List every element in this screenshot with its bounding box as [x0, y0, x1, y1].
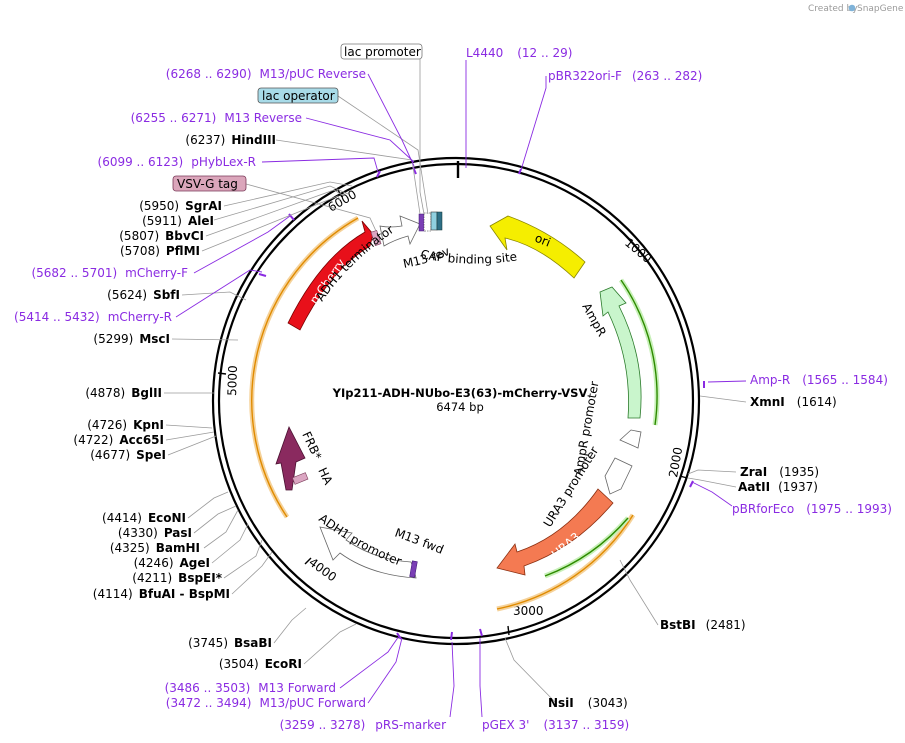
- lac-operator-mark: [430, 211, 438, 231]
- site-sbfi: (5624)SbfI: [107, 288, 180, 302]
- vsvg-callout-label: VSV-G tag: [177, 177, 238, 191]
- label-ori: ori: [533, 231, 553, 250]
- m13-fwd-mark: [409, 560, 418, 578]
- site-hindiii: (6237)HindIII: [185, 133, 276, 147]
- primer-m13-puc-forward: (3472 .. 3494)M13/pUC Forward: [166, 696, 366, 710]
- adh1-promoter-arrow: [319, 526, 417, 579]
- site-bsabi: (3745)BsaBI: [188, 636, 272, 650]
- site-bamhi: (4325)BamHI: [110, 541, 200, 555]
- plasmid-length: 6474 bp: [436, 400, 484, 414]
- callout-boxes: lac promoter lac operator VSV-G tag: [172, 43, 423, 192]
- site-aatii: AatII(1937): [738, 480, 818, 494]
- primer-mcherry-r: (5414 .. 5432)mCherry-R: [14, 310, 172, 324]
- primer-mcherry-f: (5682 .. 5701)mCherry-F: [31, 266, 188, 280]
- frb-arrow: [275, 425, 306, 491]
- primer-m13-forward: (3486 .. 3503)M13 Forward: [165, 681, 336, 695]
- watermark-prefix: Created by: [808, 4, 858, 14]
- tick-label-5000: 5000: [225, 365, 240, 396]
- right-restriction-sites: XmnI(1614) ZraI(1935) AatII(1937) BstBI(…: [548, 395, 837, 710]
- lac-operator-callout: [257, 87, 339, 104]
- tick-label-3000: 3000: [513, 604, 544, 618]
- watermark-app: SnapGene: [857, 4, 904, 14]
- site-spei: (4677)SpeI: [90, 448, 166, 462]
- tick-label-4000: 4000: [306, 555, 339, 584]
- site-bbvci: (5807)BbvCI: [119, 229, 204, 243]
- primer-phyblex-r: (6099 .. 6123)pHybLex-R: [98, 155, 256, 169]
- label-adh1-terminator: ADH1 terminator: [313, 222, 396, 303]
- primer-pbrforeco: pBRforEco(1975 .. 1993): [732, 502, 892, 516]
- lac-promoter-callout-label: lac promoter: [344, 45, 421, 59]
- primer-amp-r: Amp-R(1565 .. 1584): [750, 373, 888, 387]
- site-pasi: (4330)PasI: [118, 526, 192, 540]
- outer-feature-arcs: [249, 215, 660, 612]
- site-zrai: ZraI(1935): [740, 465, 819, 479]
- site-bglii: (4878)BglII: [85, 386, 162, 400]
- primer-prs-marker: (3259 .. 3278)pRS-marker: [280, 718, 446, 732]
- primer-pgex3: pGEX 3'(3137 .. 3159): [482, 718, 629, 732]
- site-msci: (5299)MscI: [93, 332, 170, 346]
- plasmid-title-block: YIp211-ADH-NUbo-E3(63)-mCherry-VSV 6474 …: [332, 386, 588, 414]
- snapgene-logo-icon: [848, 4, 856, 12]
- backbone-outer-ring: [211, 156, 701, 646]
- primer-m13-reverse: (6255 .. 6271)M13 Reverse: [131, 111, 302, 125]
- tick-label-2000: 2000: [666, 446, 685, 479]
- backbone-inner-ring: [217, 162, 695, 640]
- primer-pbr322ori-f: pBR322ori-F(263 .. 282): [548, 69, 702, 83]
- primer-labels: (6268 .. 6290)M13/pUC Reverse (6255 .. 6…: [14, 46, 892, 732]
- ura3-promoter-arrow: [604, 457, 633, 495]
- lac-operator-callout-label: lac operator: [262, 89, 335, 103]
- mcherry-arrow: [287, 220, 374, 331]
- label-m13-fwd: M13 fwd: [393, 526, 446, 557]
- snapgene-watermark: Created by SnapGene: [808, 4, 904, 14]
- site-bstbi: BstBI(2481): [660, 618, 746, 632]
- feature-arrows: [275, 211, 642, 579]
- site-alei: (5911)AleI: [142, 214, 214, 228]
- ura3-arrow: [496, 488, 614, 576]
- lac-promoter-mark: [423, 212, 432, 232]
- site-ecori: (3504)EcoRI: [219, 657, 302, 671]
- site-kpni: (4726)KpnI: [87, 418, 164, 432]
- cap-site-mark: [436, 211, 443, 231]
- ori-arrow: [489, 215, 586, 279]
- site-xmni: XmnI(1614): [750, 395, 837, 409]
- site-bspei: (4211)BspEI*: [132, 571, 222, 585]
- left-restriction-sites: (6237)HindIII (5950)SgrAI (5911)AleI (58…: [73, 133, 302, 671]
- site-econi: (4414)EcoNI: [102, 511, 186, 525]
- adh1-terminator-arrow: [379, 215, 421, 247]
- site-agei: (4246)AgeI: [134, 556, 210, 570]
- lac-promoter-callout: [340, 43, 423, 60]
- primer-l4440: L4440(12 .. 29): [466, 46, 572, 60]
- label-ha: HA: [315, 465, 335, 487]
- primer-m13-puc-reverse: (6268 .. 6290)M13/pUC Reverse: [166, 67, 366, 81]
- label-cap-binding-site: CAP binding site: [419, 247, 517, 266]
- plasmid-name: YIp211-ADH-NUbo-E3(63)-mCherry-VSV: [332, 386, 588, 400]
- site-pflmi: (5708)PflMI: [120, 244, 200, 258]
- ha-tag-box: [291, 472, 309, 485]
- site-sgrai: (5950)SgrAI: [139, 199, 222, 213]
- site-acc65i: (4722)Acc65I: [73, 433, 164, 447]
- ampr-arrow: [599, 286, 642, 419]
- ampr-promoter-arrow: [619, 429, 642, 449]
- site-bfuai-bspmi: (4114)BfuAI - BspMI: [93, 587, 230, 601]
- site-nsii: NsiI(3043): [548, 696, 628, 710]
- vsvg-tag-box: [370, 230, 382, 246]
- leader-lines: [164, 59, 747, 718]
- vsvg-callout: [172, 175, 247, 192]
